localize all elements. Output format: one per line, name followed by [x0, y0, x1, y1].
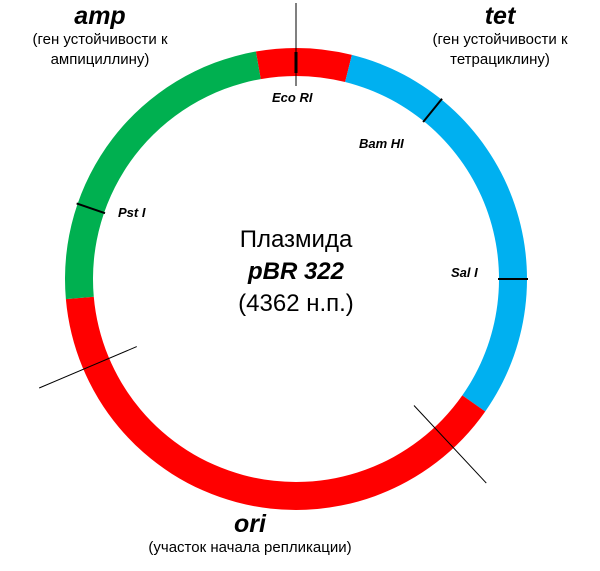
site-tick-pst-i: [76, 202, 106, 215]
plasmid-size: (4362 н.п.): [238, 290, 354, 317]
tet-gene-name: tet: [484, 2, 516, 30]
restriction-site-ticks: [38, 3, 528, 484]
plasmid-name: pBR 322: [247, 258, 345, 285]
plasmid-ring: [65, 48, 527, 510]
amp-gene-label: amp (ген устойчивости к ампициллину): [0, 2, 200, 70]
amp-gene-name: amp: [74, 2, 126, 30]
site-label-pst-i: Pst I: [118, 205, 146, 220]
plasmid-title-block: Плазмида pBR 322 (4362 н.п.): [196, 224, 396, 320]
ori-label: ori (участок начала репликации): [90, 510, 410, 558]
site-tick-bam-hi: [422, 98, 443, 123]
ori-marker-line-2: [38, 346, 137, 389]
plasmid-title: Плазмида: [239, 226, 353, 253]
ring-segment-amp: [65, 51, 261, 300]
ori-description: (участок начала репликации): [148, 539, 352, 556]
tet-gene-description-line2: тетрациклину): [450, 51, 550, 68]
amp-gene-description-line1: (ген устойчивости к: [32, 31, 168, 48]
ring-segment-ori: [65, 296, 486, 510]
site-label-eco-ri: Eco RI: [272, 90, 313, 105]
ring-segment-red-top: [255, 48, 352, 83]
ori-name: ori: [234, 510, 266, 538]
ori-marker-line-1: [413, 405, 487, 484]
ring-segment-tet: [345, 54, 527, 412]
site-label-sal-i: Sal I: [451, 265, 478, 280]
site-label-bam-hi: Bam HI: [359, 136, 404, 151]
tet-gene-label: tet (ген устойчивости к тетрациклину): [400, 2, 600, 70]
tet-gene-description-line1: (ген устойчивости к: [432, 31, 568, 48]
amp-gene-description-line2: ампициллину): [50, 51, 150, 68]
